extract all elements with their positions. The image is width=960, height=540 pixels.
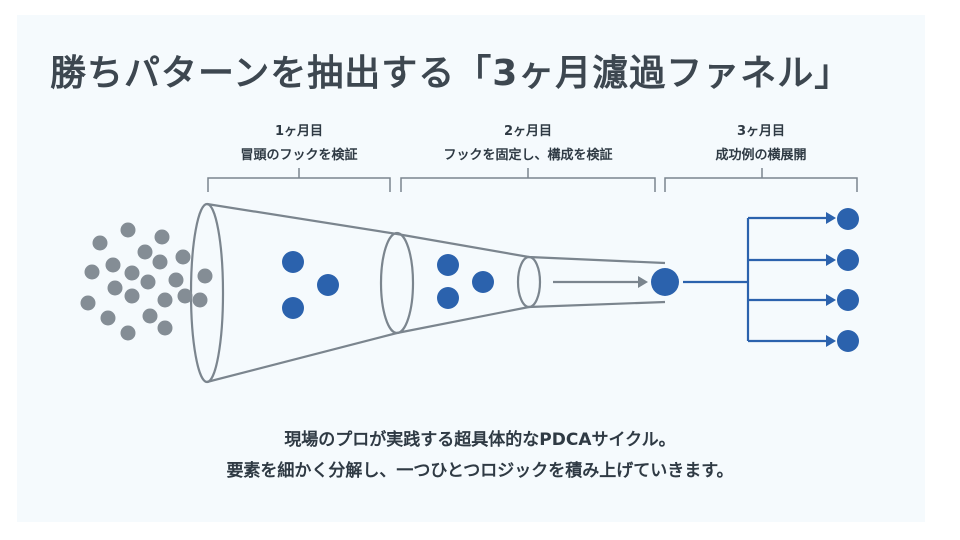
raw-idea-dot: [177, 288, 193, 304]
stage1-dot: [282, 297, 304, 319]
expanded-dot: [837, 208, 859, 230]
raw-idea-dot: [157, 292, 173, 308]
raw-idea-dot: [80, 295, 96, 311]
footer-line-2: 要素を細かく分解し、一つひとつロジックを積み上げていきます。: [226, 461, 734, 481]
raw-idea-dot: [84, 264, 100, 280]
funnel-ring-1: [189, 202, 225, 384]
raw-idea-dot: [175, 249, 191, 265]
phase-3-label: 3ヶ月目 成功例の横展開: [665, 120, 857, 168]
raw-idea-dot: [124, 265, 140, 281]
raw-idea-dot: [124, 288, 140, 304]
stage1-dot: [282, 251, 304, 273]
raw-idea-dot: [157, 320, 173, 336]
winning-pattern-dot: [651, 268, 679, 296]
phase-2-label: 2ヶ月目 フックを固定し、構成を検証: [401, 120, 655, 168]
raw-idea-dot: [107, 280, 123, 296]
bracket-2: [400, 168, 656, 192]
bracket-1: [207, 168, 391, 192]
phase-2-month: 2ヶ月目: [503, 124, 553, 139]
raw-idea-dot: [100, 310, 116, 326]
funnel-top-edge: [206, 202, 666, 265]
raw-idea-dot: [137, 244, 153, 260]
bracket-3: [664, 168, 858, 192]
raw-idea-dot: [120, 222, 136, 238]
funnel-ring-2: [379, 231, 415, 335]
raw-idea-dot: [140, 274, 156, 290]
phase-2-desc: フックを固定し、構成を検証: [443, 148, 613, 163]
raw-idea-dot: [152, 254, 168, 270]
funnel-arrow-head: [638, 276, 648, 288]
funnel-bottom-edge: [206, 300, 666, 384]
page-title: 勝ちパターンを抽出する「3ヶ月濾過ファネル」: [50, 53, 852, 94]
stage1-dot: [317, 274, 339, 296]
stage2-dot: [437, 287, 459, 309]
stage2-dot: [437, 254, 459, 276]
raw-idea-dot: [105, 257, 121, 273]
slide-background: [17, 15, 925, 522]
phase-1-label: 1ヶ月目 冒頭のフックを検証: [208, 120, 390, 168]
expanded-dot: [837, 330, 859, 352]
footer-line-1: 現場のプロが実践する超具体的なPDCAサイクル。: [284, 430, 676, 450]
raw-idea-dot: [92, 235, 108, 251]
raw-idea-dot: [192, 292, 208, 308]
funnel-ring-3: [516, 255, 542, 309]
raw-ideas-cluster: [80, 222, 213, 341]
arrow-head: [826, 294, 836, 306]
raw-idea-dot: [154, 229, 170, 245]
arrow-head: [826, 254, 836, 266]
arrow-head: [826, 335, 836, 347]
raw-idea-dot: [168, 272, 184, 288]
expanded-dot: [837, 249, 859, 271]
stage2-dot: [472, 271, 494, 293]
phase-3-desc: 成功例の横展開: [715, 148, 807, 163]
expanded-dot: [837, 289, 859, 311]
raw-idea-dot: [120, 325, 136, 341]
raw-idea-dot: [142, 308, 158, 324]
arrow-head: [826, 212, 836, 224]
phase-1-desc: 冒頭のフックを検証: [240, 148, 358, 163]
phase-3-month: 3ヶ月目: [736, 124, 786, 139]
phase-1-month: 1ヶ月目: [274, 124, 324, 139]
expansion-branches: [683, 216, 828, 343]
raw-idea-dot: [197, 268, 213, 284]
